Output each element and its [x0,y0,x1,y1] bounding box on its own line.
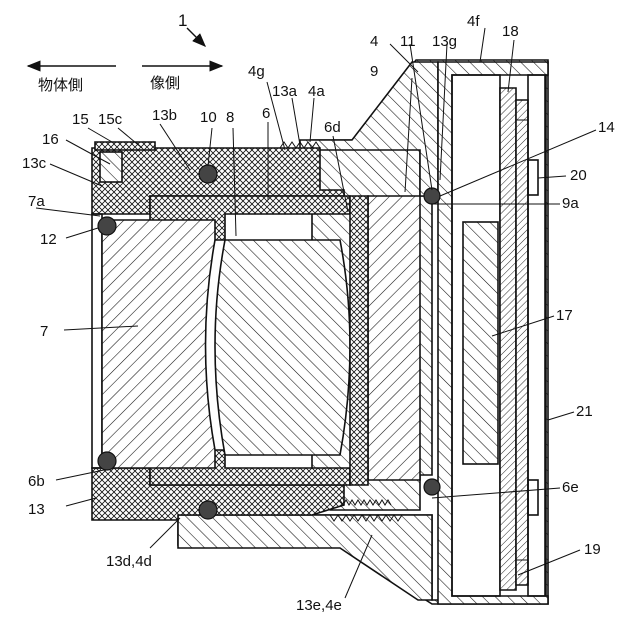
barrel-13-left-wall [92,214,102,468]
part-20 [528,160,538,195]
label-4g: 4g [248,63,265,80]
label-6: 6 [262,105,270,122]
label-10: 10 [200,109,217,126]
oring-12b [98,452,116,470]
label-7: 7 [40,323,48,340]
oring-14 [424,188,440,204]
label-12: 12 [40,231,57,248]
label-13a: 13a [272,83,298,100]
label-11: 11 [400,33,416,50]
label-19: 19 [584,541,601,558]
label-image-side: 像側 [150,75,180,92]
label-4f: 4f [467,13,480,30]
lens-7 [102,220,215,468]
label-4: 4 [370,33,378,50]
figure-arrow [187,28,205,46]
label-9: 9 [370,63,378,80]
label-6b: 6b [28,473,45,490]
label-15: 15 [72,111,89,128]
label-4a: 4a [308,83,325,100]
holder-4-bottom [178,515,432,600]
lens-8 [215,240,350,455]
label-6e: 6e [562,479,579,496]
label-14: 14 [598,119,615,136]
label-9a: 9a [562,195,579,212]
board-18 [500,88,516,590]
ring-15 [95,142,155,150]
label-7a: 7a [28,193,45,210]
label-13d4d: 13d,4d [106,553,152,570]
oring-14b [424,479,440,495]
oring-13d [199,501,217,519]
figure-number: 1 [178,11,187,30]
label-object-side: 物体側 [38,77,83,94]
label-8: 8 [226,109,234,126]
label-16: 16 [42,131,59,148]
label-13: 13 [28,501,45,518]
oring-10 [199,165,217,183]
label-20: 20 [570,167,587,184]
oring-12 [98,217,116,235]
label-13g: 13g [432,33,457,50]
label-21: 21 [576,403,593,420]
part-20b [528,480,538,515]
label-17: 17 [556,307,573,324]
spacer-6e [350,196,368,485]
cap-16 [100,152,122,182]
label-18: 18 [502,23,519,40]
cover-21 [528,75,546,596]
label-15c: 15c [98,111,123,128]
lens-9 [368,196,420,480]
board-19 [516,100,528,585]
label-6d: 6d [324,119,341,136]
label-13c: 13c [22,155,47,172]
image-sensor-17 [463,222,498,464]
label-13e4e: 13e,4e [296,597,342,614]
label-13b: 13b [152,107,177,124]
